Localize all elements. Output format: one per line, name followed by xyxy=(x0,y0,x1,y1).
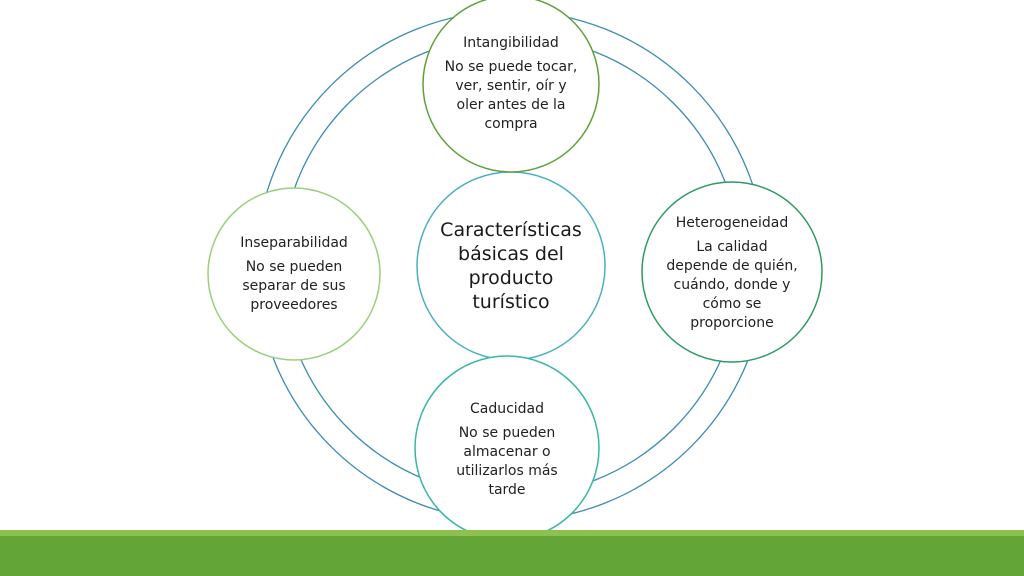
center-label: Características básicas del producto tur… xyxy=(431,206,591,326)
node-desc-caducidad: No se pueden almacenar o utilizarlos más… xyxy=(456,425,558,498)
node-heterogeneidad: Heterogeneidad La calidad depende de qui… xyxy=(664,208,800,338)
node-title-inseparabilidad: Inseparabilidad xyxy=(240,234,348,251)
node-caducidad: Caducidad No se pueden almacenar o utili… xyxy=(444,392,570,508)
node-circle-intangibilidad xyxy=(422,0,600,173)
node-circle-inseparabilidad xyxy=(207,187,381,361)
node-intangibilidad: Intangibilidad No se puede tocar, ver, s… xyxy=(441,26,581,142)
node-desc-intangibilidad: No se puede tocar, ver, sentir, oír y ol… xyxy=(444,59,578,132)
node-inseparabilidad: Inseparabilidad No se pueden separar de … xyxy=(228,224,360,324)
footer-band xyxy=(0,530,1024,576)
node-title-heterogeneidad: Heterogeneidad xyxy=(675,214,789,231)
node-desc-heterogeneidad: La calidad depende de quién, cuándo, don… xyxy=(666,238,798,331)
node-title-intangibilidad: Intangibilidad xyxy=(463,35,559,51)
node-desc-inseparabilidad: No se pueden separar de sus proveedores xyxy=(242,258,346,313)
node-title-caducidad: Caducidad xyxy=(469,401,545,417)
node-circle-heterogeneidad xyxy=(641,181,823,363)
center-title: Características básicas del producto tur… xyxy=(440,219,582,313)
